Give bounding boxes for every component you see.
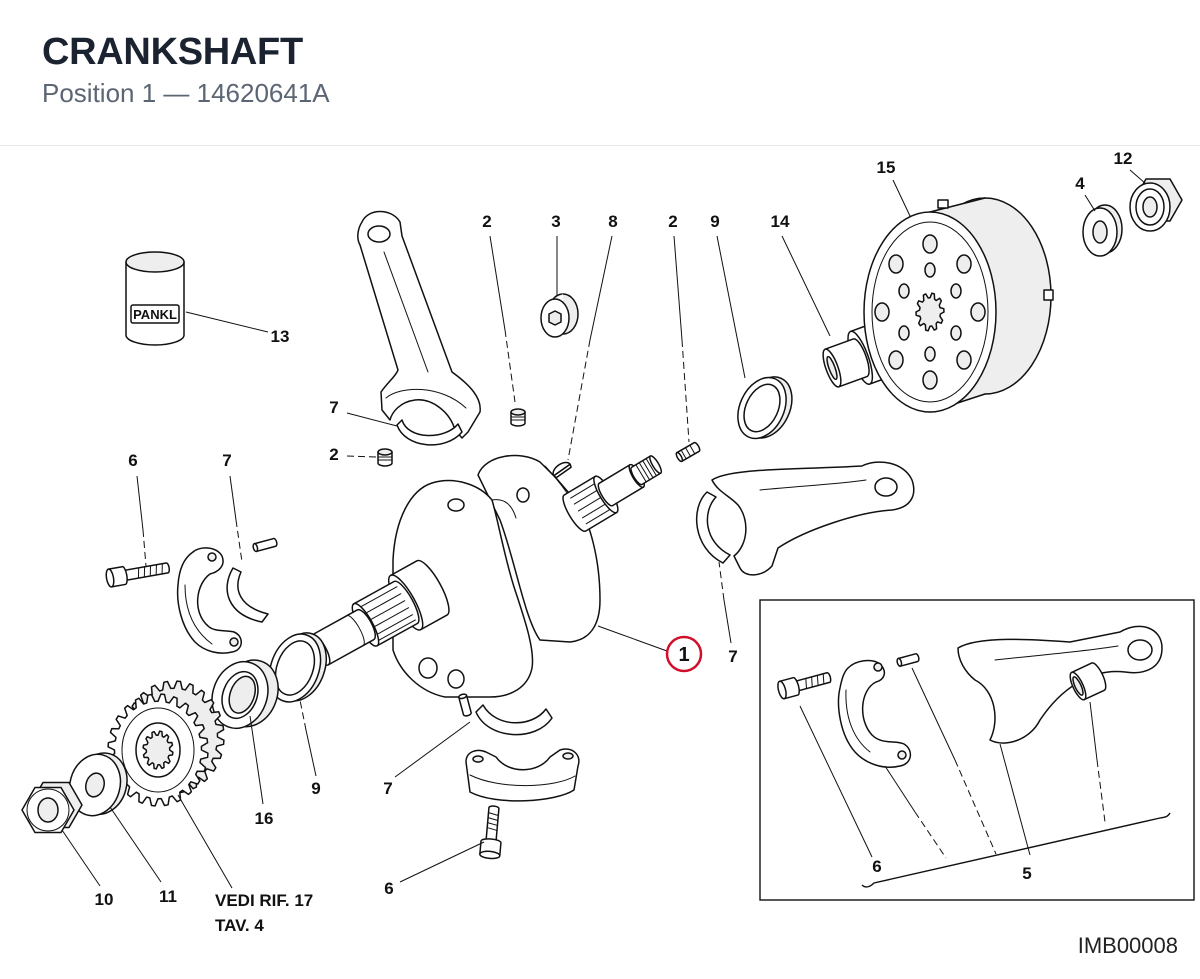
timing-gear-ref-17	[107, 680, 225, 807]
gear-hub-spline	[142, 730, 174, 770]
drawing-id: IMB00008	[1078, 933, 1178, 958]
callout-9-thrust-ring-right[interactable]: 9	[710, 212, 719, 231]
part-3-plug	[540, 293, 579, 338]
callout-7-shell-right[interactable]: 7	[728, 647, 737, 666]
main-bearing-cap-bottom	[465, 748, 580, 802]
dowel-pin-left	[252, 537, 278, 553]
dowel-pin-bottom	[458, 693, 472, 717]
part-1-crankshaft	[309, 454, 663, 698]
callout-4-washer[interactable]: 4	[1075, 174, 1085, 193]
connecting-rod-upper	[357, 210, 481, 439]
callout-9-thrust-ring-left[interactable]: 9	[311, 779, 320, 798]
part-2-grub-screw-a	[510, 408, 526, 427]
callout-2-grub-screw-b[interactable]: 2	[329, 445, 338, 464]
part-9-thrust-ring-right	[737, 376, 793, 440]
main-bearing-cap-left	[176, 547, 242, 654]
callout-10-nut[interactable]: 10	[95, 890, 114, 909]
inset-callout-6[interactable]: 6	[872, 857, 881, 876]
callout-3-plug[interactable]: 3	[551, 212, 560, 231]
connecting-rod-right	[711, 461, 915, 576]
part-4-washer	[1082, 204, 1123, 257]
part-2-grub-screw-b	[377, 448, 393, 467]
callout-6-bolt-bottom[interactable]: 6	[384, 879, 393, 898]
header-divider	[0, 145, 1200, 146]
part-12-flange-nut	[1129, 178, 1183, 232]
part-11-washer	[68, 752, 128, 817]
flywheel-hub-spline	[915, 292, 945, 332]
reference-note-line2: TAV. 4	[215, 916, 264, 935]
callout-labels: 15 12 4 2 3 8 2 9 14 13 7 2 6 7 7 9 7 16…	[95, 149, 1133, 935]
callout-7-shell-bottom[interactable]: 7	[383, 779, 392, 798]
page-title: CRANKSHAFT	[42, 31, 303, 73]
part-10-nut	[21, 781, 83, 834]
selected-callout-1[interactable]: 1	[665, 635, 703, 673]
callout-12-nut[interactable]: 12	[1114, 149, 1133, 168]
page-subtitle: Position 1 — 14620641A	[42, 78, 330, 108]
callout-13-bearing-pack[interactable]: 13	[271, 327, 290, 346]
selected-callout-label[interactable]: 1	[678, 644, 689, 666]
inset-small-end-bushing	[1069, 662, 1107, 701]
callout-11-washer[interactable]: 11	[159, 887, 177, 906]
part-15-flywheel	[863, 197, 1054, 413]
inset-connecting-rod	[957, 625, 1163, 744]
inset-connecting-rod-assembly: 6 5	[759, 599, 1195, 901]
part-7-bearing-shell-left	[226, 567, 269, 623]
part-marking-text: PANKL	[133, 307, 177, 322]
part-13-bearing-pack: PANKL	[125, 251, 185, 346]
callout-7-shell-left[interactable]: 7	[222, 451, 231, 470]
callout-2-grub-screw-c[interactable]: 2	[668, 212, 677, 231]
part-7-bearing-shell-bottom	[475, 704, 553, 736]
callout-8-key[interactable]: 8	[608, 212, 617, 231]
callout-15-flywheel[interactable]: 15	[877, 158, 896, 177]
leader-lines	[61, 169, 1147, 889]
part-7-bearing-shell-right	[695, 491, 731, 564]
callout-6-bolt-left[interactable]: 6	[128, 451, 137, 470]
inset-rod-cap	[837, 659, 912, 768]
inset-callout-5[interactable]: 5	[1022, 864, 1031, 883]
inset-bolt	[777, 671, 832, 700]
part-9-thrust-ring-left	[268, 632, 328, 703]
reference-note-line1: VEDI RIF. 17	[215, 891, 313, 910]
part-16-oil-seal	[211, 659, 279, 730]
inset-dowel-pin	[896, 653, 920, 667]
callout-2-grub-screw-a[interactable]: 2	[482, 212, 491, 231]
part-6-bolt-left	[105, 562, 171, 588]
callout-16-oil-seal[interactable]: 16	[255, 809, 274, 828]
part-6-bolt-bottom	[479, 805, 502, 860]
callout-14-spacer[interactable]: 14	[771, 212, 790, 231]
part-7-bearing-shell-upper	[396, 419, 463, 446]
part-2-grub-screw-c	[675, 441, 701, 463]
callout-7-shell-upper[interactable]: 7	[329, 398, 338, 417]
